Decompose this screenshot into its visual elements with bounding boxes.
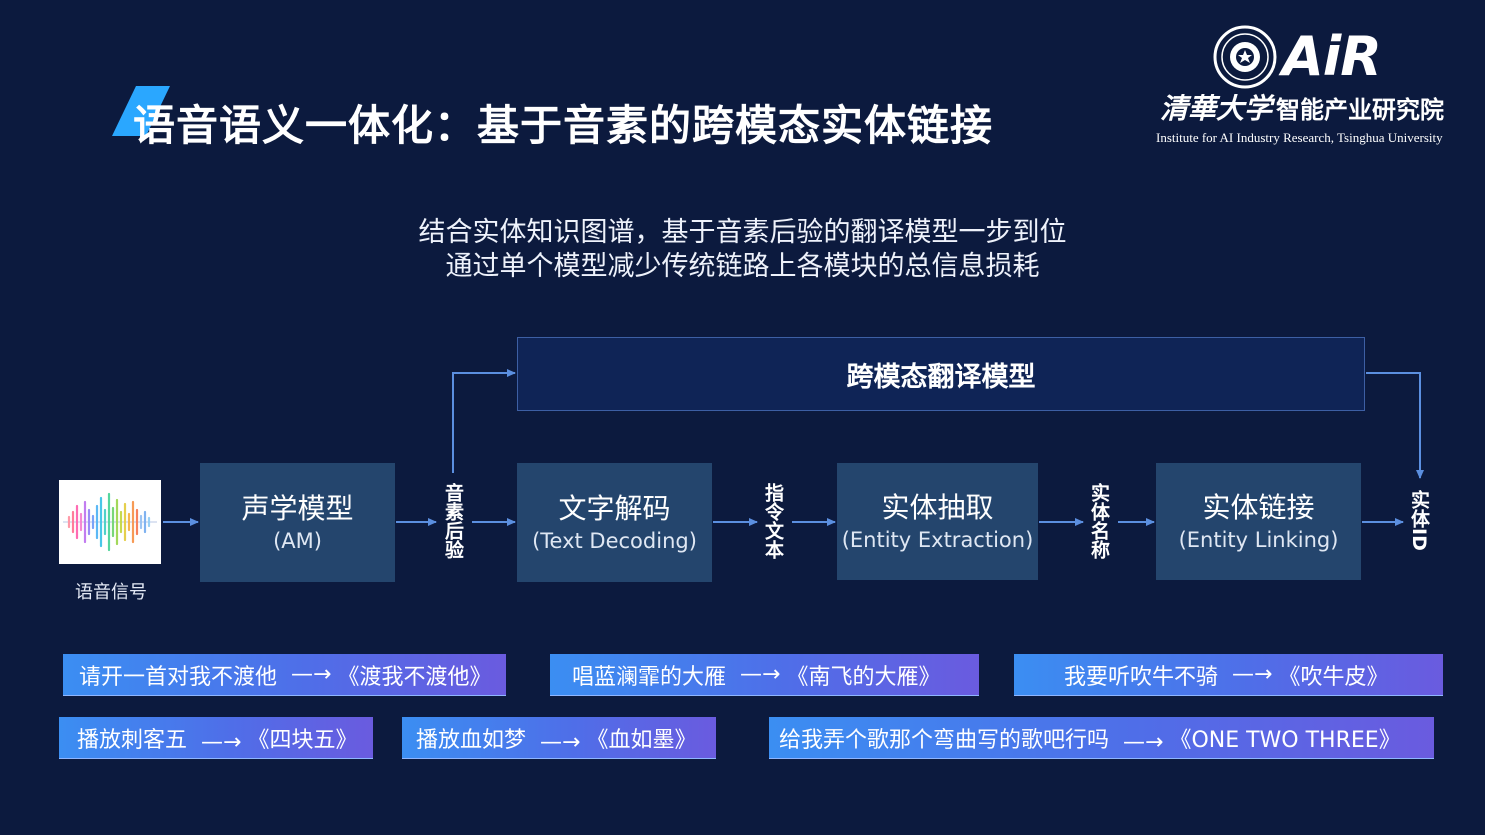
example-chip: 播放刺客五 —→ 《四块五》 — [59, 717, 373, 759]
arrow-icon: —→ — [1232, 662, 1273, 687]
module-title: 实体抽取 — [881, 490, 994, 524]
page-title: 语音语义一体化：基于音素的跨模态实体链接 — [133, 101, 994, 150]
arrow-icon: —→ — [740, 662, 781, 687]
module-title: 声学模型 — [241, 491, 354, 525]
edge-label-phoneme-posterior: 音素后验 — [442, 483, 464, 559]
institute-name-en: Institute for AI Industry Research, Tsin… — [1156, 130, 1443, 145]
example-chip: 给我弄个歌那个弯曲写的歌吧行吗 —→ 《ONE TWO THREE》 — [769, 717, 1434, 759]
example-entity: 《渡我不渡他》 — [337, 664, 492, 690]
arrow-icon: —→ — [201, 730, 242, 755]
example-query: 播放血如梦 — [416, 727, 527, 753]
module-subtitle: (AM) — [273, 528, 322, 553]
module-text-decoding: 文字解码 (Text Decoding) — [517, 463, 712, 582]
example-query: 播放刺客五 — [77, 727, 188, 753]
edge-label-command-text: 指令文本 — [762, 483, 784, 559]
example-query: 我要听吹牛不骑 — [1064, 664, 1219, 690]
example-chip: 我要听吹牛不骑 —→ 《吹牛皮》 — [1014, 654, 1443, 696]
module-title: 实体链接 — [1202, 490, 1315, 524]
module-acoustic-model: 声学模型 (AM) — [200, 463, 395, 582]
module-subtitle: (Text Decoding) — [532, 528, 697, 553]
subtitle-line-2: 通过单个模型减少传统链路上各模块的总信息损耗 — [445, 251, 1040, 282]
arrow-phoneme-to-crossmodal — [452, 369, 516, 473]
arrow-icon: —→ — [291, 662, 332, 687]
example-entity: 《南飞的大雁》 — [786, 664, 941, 690]
arrow-icon: —→ — [540, 730, 581, 755]
tsinghua-seal-icon — [1213, 25, 1277, 89]
example-chip: 播放血如梦 —→ 《血如墨》 — [402, 717, 716, 759]
example-entity: 《四块五》 — [247, 727, 358, 753]
cross-modal-translation-model: 跨模态翻译模型 — [517, 337, 1365, 411]
example-query: 给我弄个歌那个弯曲写的歌吧行吗 — [779, 727, 1110, 753]
title-accent-shape — [112, 86, 170, 136]
example-chip: 唱蓝澜霏的大雁 —→ 《南飞的大雁》 — [550, 654, 979, 696]
institute-name: 智能产业研究院 — [1276, 96, 1445, 124]
example-entity: 《吹牛皮》 — [1278, 664, 1389, 690]
module-entity-extraction: 实体抽取 (Entity Extraction) — [837, 463, 1038, 580]
module-subtitle: (Entity Linking) — [1178, 527, 1339, 552]
arrow-icon: —→ — [1123, 730, 1164, 755]
module-entity-linking: 实体链接 (Entity Linking) — [1156, 463, 1361, 580]
example-query: 请开一首对我不渡他 — [79, 664, 278, 690]
air-logo: AiR — [1282, 25, 1382, 88]
example-entity: 《ONE TWO THREE》 — [1169, 727, 1401, 753]
edge-label-entity-id: 实体ID — [1408, 490, 1430, 551]
arrow-crossmodal-to-id — [1366, 372, 1424, 479]
tsinghua-calligraphy: 清華大学 — [1160, 92, 1273, 125]
institute-name-cn: 清華大学智能产业研究院 — [1160, 92, 1444, 130]
speech-signal-label: 语音信号 — [75, 582, 147, 603]
module-subtitle: (Entity Extraction) — [841, 527, 1034, 552]
example-chip: 请开一首对我不渡他 —→ 《渡我不渡他》 — [63, 654, 506, 696]
speech-waveform-icon — [59, 480, 161, 564]
subtitle-line-1: 结合实体知识图谱，基于音素后验的翻译模型一步到位 — [418, 217, 1067, 248]
module-title: 文字解码 — [558, 491, 671, 525]
example-query: 唱蓝澜霏的大雁 — [572, 664, 727, 690]
example-entity: 《血如墨》 — [586, 727, 697, 753]
edge-label-entity-name: 实体名称 — [1088, 483, 1110, 559]
